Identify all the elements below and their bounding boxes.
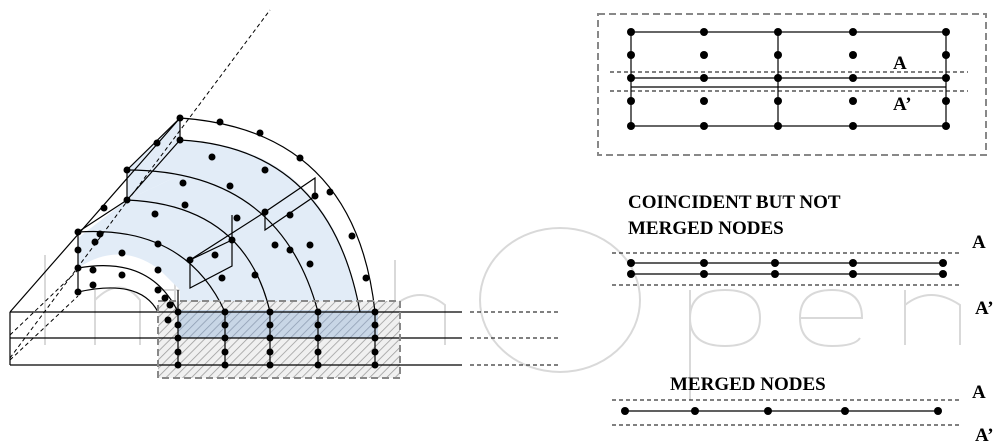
detail-label-a-prime: A’: [893, 94, 912, 115]
left-mesh-nodes: [74, 114, 379, 369]
coincident-title-line1: COINCIDENT BUT NOT: [628, 192, 841, 213]
coincident-title-line2: MERGED NODES: [628, 218, 784, 239]
detail-box: [157, 300, 401, 379]
coincident-nodes-diagram: COINCIDENT BUT NOT MERGED NODES A A’: [612, 192, 994, 319]
blue-face: [180, 118, 360, 310]
coincident-label-a: A: [972, 232, 986, 253]
detail-label-a: A: [893, 53, 907, 74]
detail-dashed-frame: [597, 13, 987, 156]
merged-title: MERGED NODES: [670, 374, 826, 395]
coincident-label-a-prime: A’: [975, 298, 994, 319]
merged-label-a-prime: A’: [975, 425, 994, 446]
blue-face-back: [127, 118, 180, 200]
axis-diagonal: [9, 9, 271, 359]
merged-nodes-diagram: MERGED NODES A A’: [612, 374, 994, 446]
merged-label-a: A: [972, 382, 986, 403]
hatched-band-blue: [178, 310, 378, 338]
axis-diagonal-3: [9, 295, 79, 361]
arc-7: [77, 287, 159, 313]
arc-3: [126, 169, 319, 313]
axis-diagonal-2: [9, 269, 79, 336]
arc-2: [179, 139, 361, 313]
blue-face-inner: [78, 175, 180, 290]
detail-mesh: A A’: [597, 13, 987, 156]
arc-4: [126, 199, 271, 313]
curved-mesh: [9, 9, 558, 379]
arc-outer: [179, 117, 376, 313]
outer-diagonal: [9, 117, 181, 313]
